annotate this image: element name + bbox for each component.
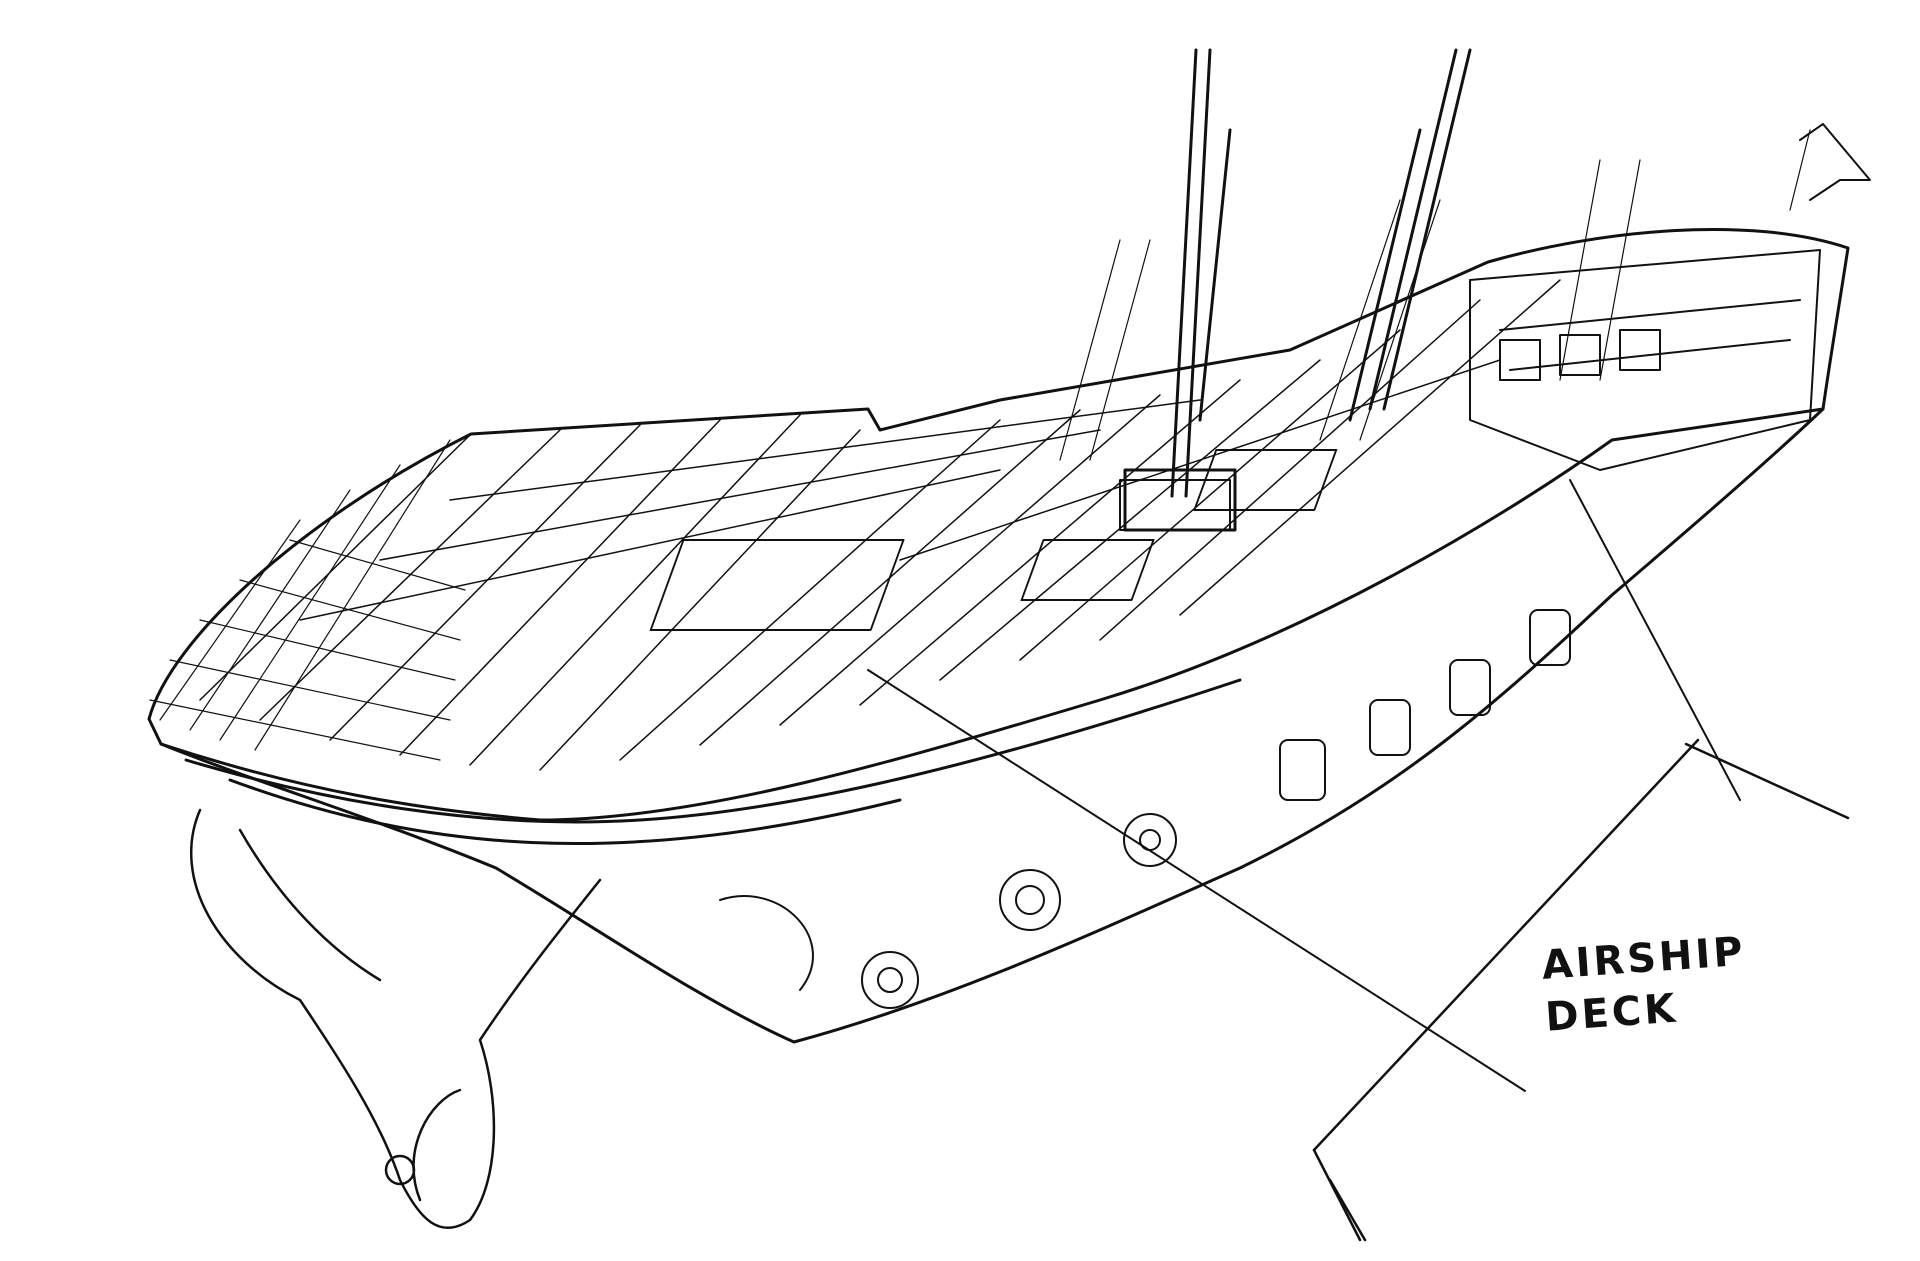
bow-netting bbox=[149, 439, 466, 761]
flag-icon bbox=[1799, 123, 1871, 201]
figurehead bbox=[190, 808, 602, 1230]
dock-platform bbox=[1312, 738, 1850, 1242]
hull bbox=[147, 227, 1850, 1044]
side-windows bbox=[1279, 609, 1571, 801]
caption: AIRSHIP DECK bbox=[1540, 926, 1751, 1044]
hull-carvings bbox=[719, 813, 1177, 1009]
stern-castle bbox=[1469, 249, 1821, 471]
rigging bbox=[1059, 129, 1811, 461]
deck-planks bbox=[199, 279, 1561, 771]
masts bbox=[1123, 48, 1472, 532]
tow-rope bbox=[867, 479, 1741, 1092]
